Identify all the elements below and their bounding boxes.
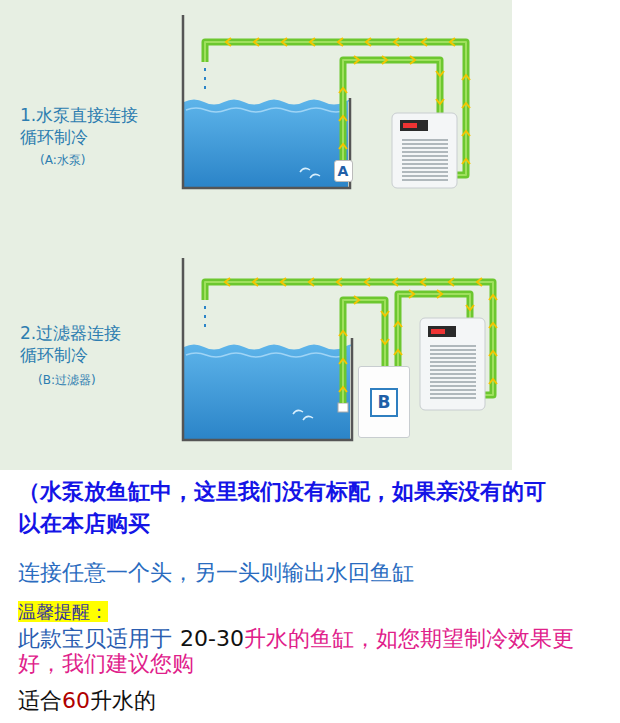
flow-arrow <box>436 99 444 104</box>
label-text: 升水的 <box>90 688 156 713</box>
flow-arrow <box>462 159 470 164</box>
wave <box>186 108 346 112</box>
vent-slot <box>430 393 476 395</box>
flow-arrow <box>421 278 426 286</box>
flow-arrow <box>354 296 359 304</box>
vent-slot <box>402 151 448 153</box>
water-drip <box>204 68 206 327</box>
vent-slot <box>402 167 448 169</box>
vent-slot <box>402 163 448 165</box>
vent-slot <box>402 171 448 173</box>
flow-arrow <box>489 295 497 300</box>
flow-arrow <box>354 56 359 64</box>
flow-arrow <box>394 350 402 355</box>
label-text: 此款宝贝适用于 <box>18 626 172 651</box>
chiller-unit <box>392 113 457 188</box>
flow-arrow <box>489 379 497 384</box>
node-letter: B <box>370 388 399 417</box>
label-text: （水泵放鱼缸中，这里我们没有标配，如果亲没有的可以在本店购买 <box>18 479 546 536</box>
pump-box: A <box>334 160 353 182</box>
flow-arrow <box>310 38 315 46</box>
flow-arrow <box>337 278 342 286</box>
label-text: 60 <box>62 688 90 713</box>
label-text: (A:水泵) <box>40 153 85 167</box>
flow-arrow <box>462 103 470 108</box>
flow-arrow <box>393 278 398 286</box>
vent-slot <box>402 139 448 141</box>
filter-box: B <box>358 366 410 438</box>
label-text: 适合 <box>18 688 62 713</box>
flow-arrow <box>339 116 347 121</box>
flow-arrow <box>422 38 427 46</box>
flow-arrow <box>450 38 455 46</box>
flow-arrow <box>225 278 230 286</box>
flow-arrow <box>449 278 454 286</box>
flow-arrow <box>339 387 347 392</box>
flow-arrow <box>253 278 258 286</box>
vent-slot <box>430 381 476 383</box>
vent-slot <box>402 155 448 157</box>
flow-arrow <box>309 278 314 286</box>
vent-slot <box>430 373 476 375</box>
flow-arrow <box>338 38 343 46</box>
vent-slot <box>430 377 476 379</box>
flow-arrow <box>381 339 389 344</box>
flow-arrow <box>382 56 387 64</box>
vent-slot <box>430 385 476 387</box>
water <box>184 345 351 440</box>
flow-arrow <box>477 278 482 286</box>
vent-slot <box>430 397 476 399</box>
flow-mark <box>293 168 320 420</box>
wave <box>186 353 346 357</box>
flow-arrow <box>339 331 347 336</box>
vent-slot <box>430 353 476 355</box>
flow-arrow <box>366 38 371 46</box>
vent-slot <box>402 147 448 149</box>
flow-arrow <box>437 290 442 298</box>
flow-arrow <box>381 311 389 316</box>
flow-arrow <box>410 56 415 64</box>
chiller-unit <box>420 318 485 410</box>
vent-slot <box>430 357 476 359</box>
flow-arrow <box>462 131 470 136</box>
vent-slot <box>430 369 476 371</box>
node-letter: A <box>338 164 349 178</box>
flow-arrow <box>365 278 370 286</box>
flow-arrow <box>409 290 414 298</box>
vent-slot <box>402 179 448 181</box>
outlet <box>338 403 348 412</box>
flow-arrow <box>466 305 474 310</box>
vent-slot <box>402 175 448 177</box>
vent-slot <box>402 143 448 145</box>
label-text: 连接任意一个头，另一头则输出水回鱼缸 <box>18 560 414 585</box>
flow-arrow <box>489 351 497 356</box>
label-text: 2.过滤器连接 循环制冷 <box>20 323 121 365</box>
flow-arrow <box>339 88 347 93</box>
vent-slot <box>430 389 476 391</box>
flow-arrow <box>254 38 259 46</box>
flow-arrow <box>436 71 444 76</box>
flow-arrow <box>281 278 286 286</box>
flow-arrow <box>394 38 399 46</box>
flow-arrow <box>339 144 347 149</box>
label-text: (B:过滤器) <box>38 373 96 387</box>
flow-arrow <box>226 38 231 46</box>
water <box>184 100 350 188</box>
flow-arrow <box>394 322 402 327</box>
vent-slot <box>430 365 476 367</box>
flow-arrow <box>339 359 347 364</box>
flow-arrow <box>282 38 287 46</box>
flow-arrow <box>489 323 497 328</box>
label-text: 20-30 <box>180 626 244 651</box>
label-text: 温馨提醒： <box>18 601 108 622</box>
vent-slot <box>430 349 476 351</box>
vent-slot <box>430 345 476 347</box>
flow-arrow <box>462 75 470 80</box>
label-text: 1.水泵直接连接 循环制冷 <box>20 105 138 147</box>
vent-slot <box>430 361 476 363</box>
vent-slot <box>402 159 448 161</box>
